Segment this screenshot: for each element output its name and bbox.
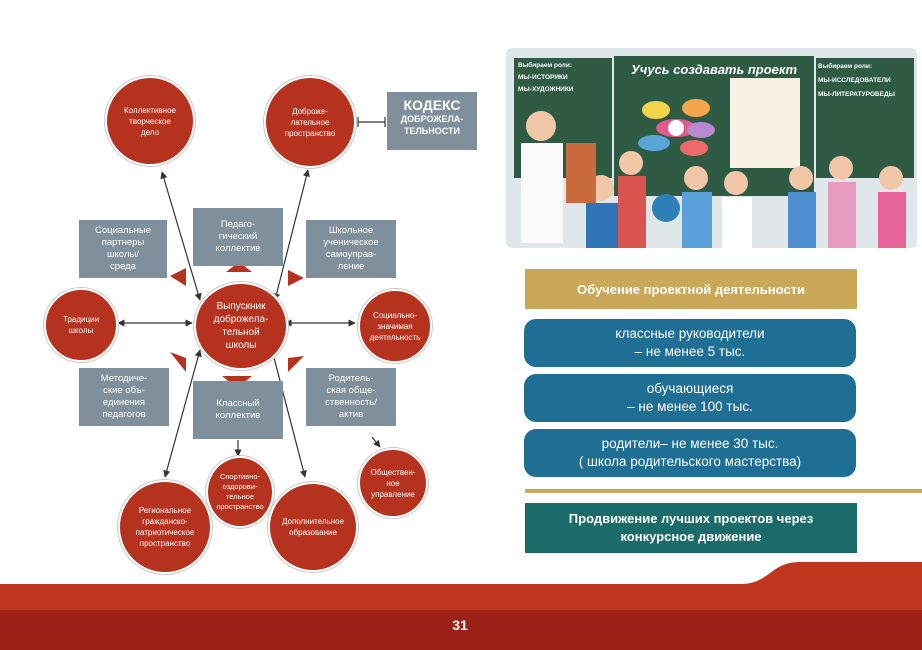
circle-dobrozhelatelnoe: Доброже- лательное пространство bbox=[264, 76, 356, 168]
page-number: 31 bbox=[452, 617, 468, 633]
classroom-illustration bbox=[506, 48, 917, 248]
center-circle: Выпускник доброжела- тельной школы bbox=[194, 282, 288, 370]
pill-roditeli: родители– не менее 30 тыс. ( школа родит… bbox=[524, 429, 856, 477]
board-title: Учусь создавать проект bbox=[630, 62, 798, 77]
triangle-upper-right bbox=[288, 270, 304, 286]
triangle-lower-left bbox=[170, 352, 186, 372]
triangle-upper-left bbox=[170, 268, 186, 286]
circle-dopolnitelnoe: Дополнительное образование bbox=[268, 482, 358, 572]
kodeks-box: КОДЕКС ДОБРОЖЕЛА- ТЕЛЬНОСТИ bbox=[387, 92, 477, 150]
pill-obuchayushiesya: обучающиеся – не менее 100 тыс. bbox=[524, 374, 856, 422]
box-shkolnoe-samoupravlenie: Школьное ученическое самоуправ- ление bbox=[306, 220, 396, 278]
box-metodicheskie: Методиче- ские объ- единения педагогов bbox=[79, 368, 169, 426]
circle-obshestvennoe: Обществен- ное управление bbox=[358, 448, 428, 518]
kodeks-subtitle: ДОБРОЖЕЛА- ТЕЛЬНОСТИ bbox=[400, 114, 464, 136]
triangle-top bbox=[226, 262, 252, 272]
arrow-bottom-left bbox=[163, 349, 202, 478]
right-board-line: МЫ-ЛИТЕРАТУРОВЕДЫ bbox=[818, 91, 895, 98]
circle-kollektivnoe-delo: Коллективное творческое дело bbox=[105, 76, 195, 166]
bottom-banner: Продвижение лучших проектов через конкур… bbox=[525, 503, 857, 553]
left-board-line: МЫ-ХУДОЖНИКИ bbox=[518, 86, 574, 93]
left-board-line: МЫ-ИСТОРИКИ bbox=[518, 74, 568, 81]
arrow-top-left bbox=[160, 171, 202, 301]
footer-band bbox=[0, 562, 922, 650]
box-roditelskaya: Родитель- ская обще- ственность/ актив bbox=[306, 368, 396, 426]
box-pedkollektiv: Педаго- гический коллектив bbox=[193, 208, 283, 266]
arrow-top-right bbox=[273, 169, 310, 301]
box-socpartnery: Социальные партнеры школы/ среда bbox=[79, 220, 167, 278]
pill-klassnye-rukovoditeli: классные руководители – не менее 5 тыс. bbox=[524, 319, 856, 367]
left-board-roles: Выбираем роли: МЫ-ИСТОРИКИ МЫ-ХУДОЖНИКИ bbox=[518, 60, 610, 96]
circle-tradicii: Традиции школы bbox=[44, 288, 118, 362]
circle-socialno-znachimaya: Социально- значимая деятельность bbox=[358, 289, 432, 363]
kodeks-title: КОДЕКС bbox=[403, 97, 461, 113]
circle-regionalnoe: Региональное гражданско- патриотическое … bbox=[118, 480, 212, 574]
header-banner: Обучение проектной деятельности bbox=[525, 269, 857, 309]
board-flower bbox=[638, 99, 715, 156]
arrow-roditel-down bbox=[371, 436, 381, 448]
box-klassnyi-kollektiv: Классный коллектив bbox=[193, 381, 283, 439]
right-board-line: МЫ-ИССЛЕДОВАТЕЛИ bbox=[818, 77, 891, 84]
classroom-photo: Учусь создавать проект Выбираем роли: МЫ… bbox=[506, 48, 917, 248]
left-board-line: Выбираем роли: bbox=[518, 62, 573, 69]
triangle-lower-right bbox=[288, 356, 304, 372]
arrow-bottom-right bbox=[270, 349, 307, 478]
right-board-line: Выбираем роли: bbox=[818, 63, 873, 70]
right-board-roles: Выбираем роли: МЫ-ИССЛЕДОВАТЕЛИ МЫ-ЛИТЕР… bbox=[818, 60, 912, 102]
circle-sportivno: Спортивно- оздорови- тельное пространств… bbox=[206, 456, 274, 528]
gold-divider bbox=[525, 489, 922, 493]
